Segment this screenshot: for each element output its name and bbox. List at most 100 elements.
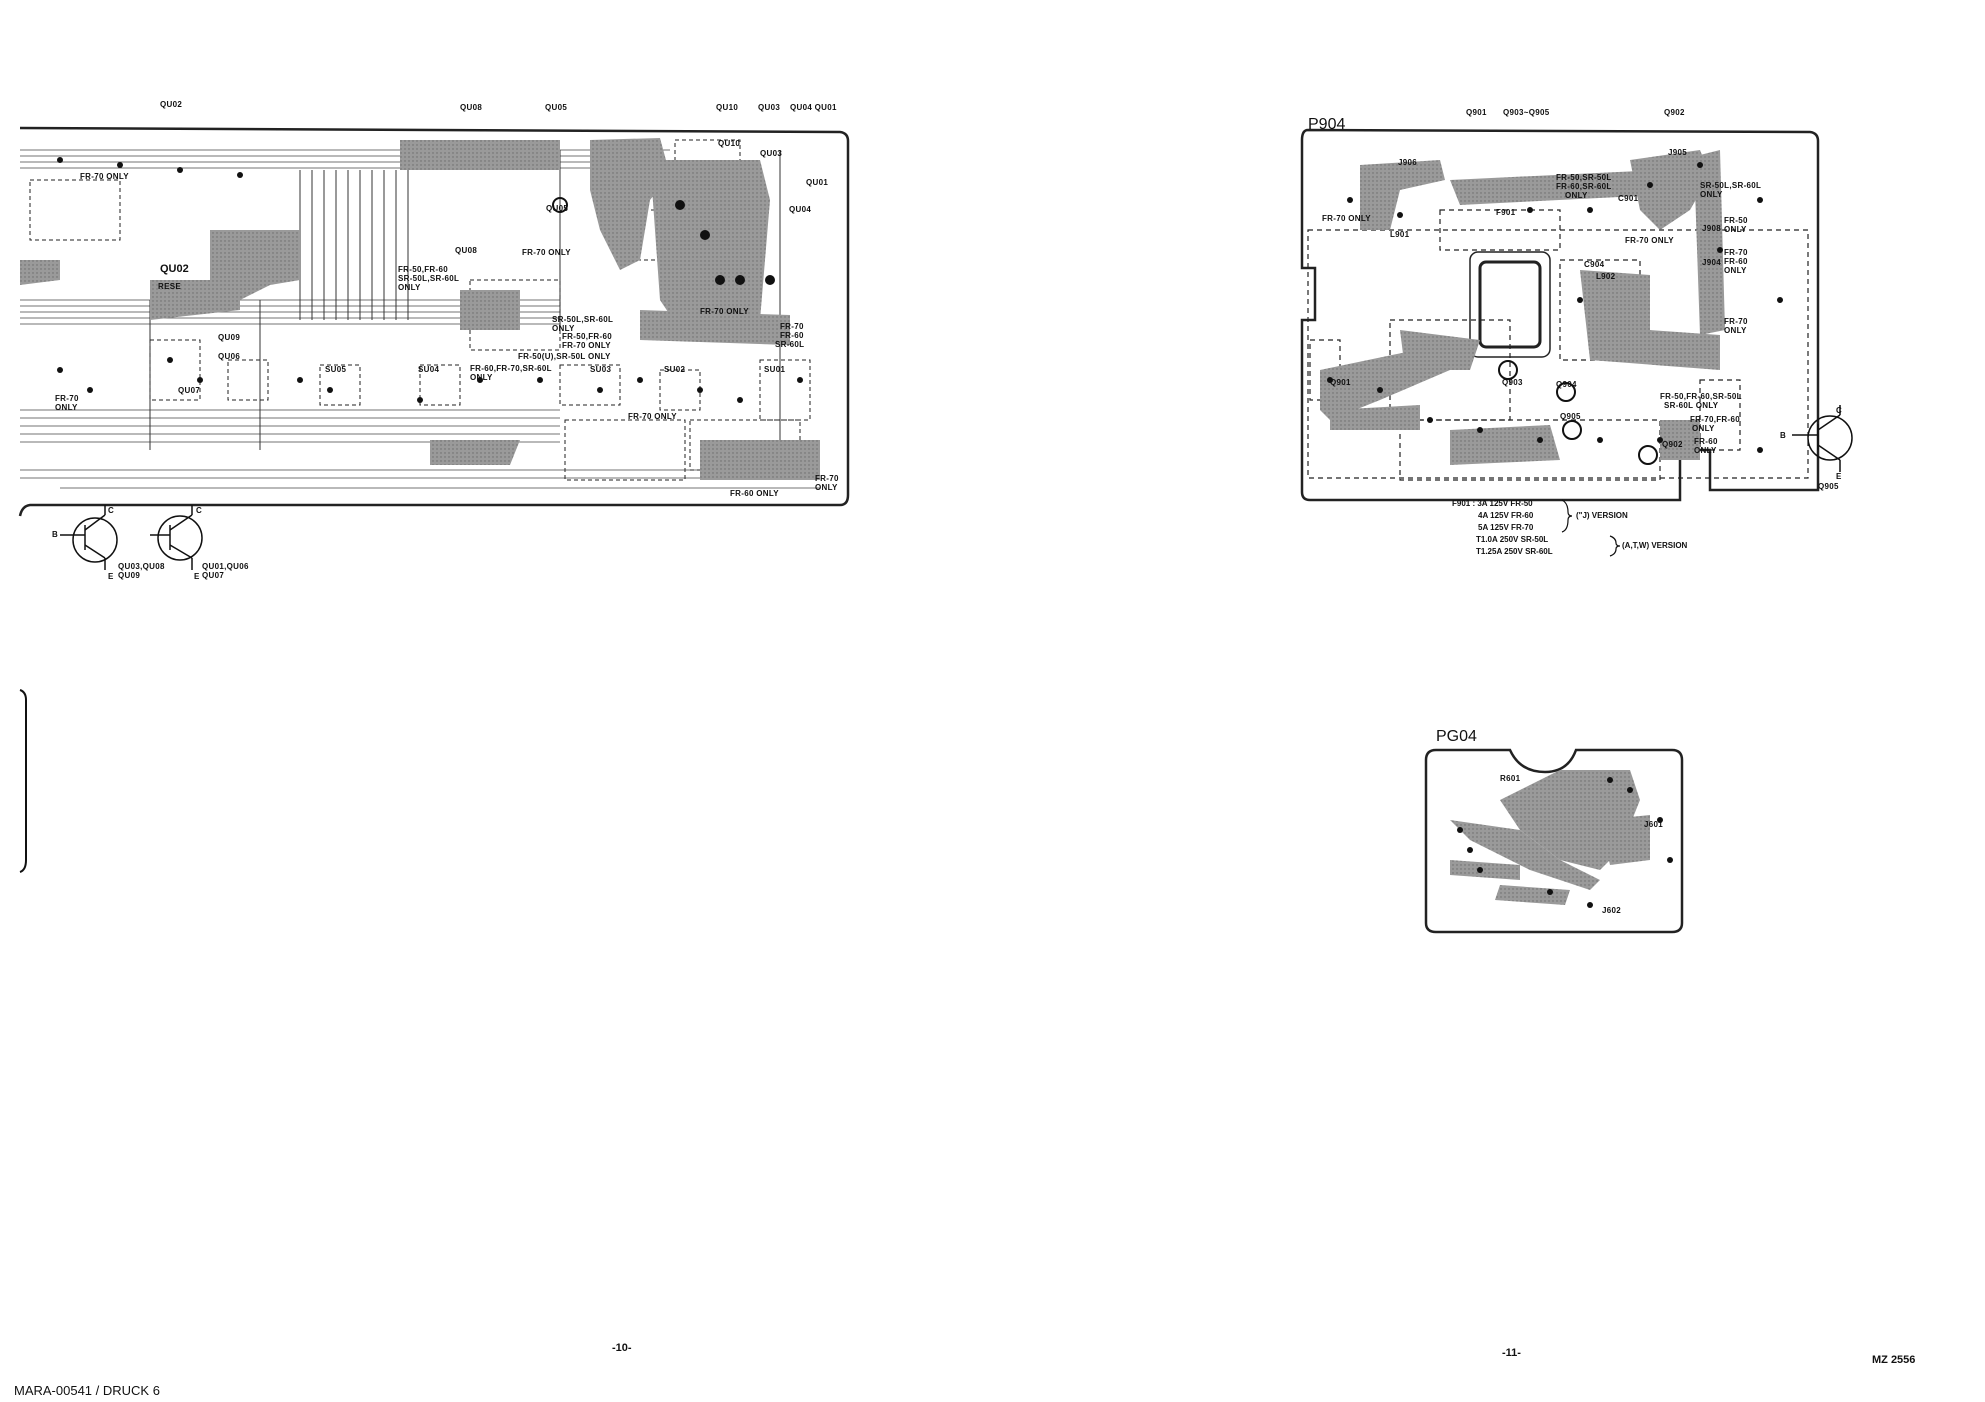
board-label: SU05 xyxy=(325,365,347,374)
board-label: FR-70 ONLY xyxy=(562,341,611,350)
board-label: QU01 xyxy=(806,178,829,187)
top-label: Q902 xyxy=(1664,108,1685,117)
transistor-name: Q905 xyxy=(1818,482,1839,491)
board-label: FR-60 xyxy=(1694,437,1718,446)
board-label: FR-70 ONLY xyxy=(80,172,129,181)
board-label: FR-70 xyxy=(1724,317,1748,326)
board-label: QU06 xyxy=(218,352,241,361)
collector-label: C xyxy=(1836,406,1843,415)
board-label: QU02 xyxy=(160,263,189,275)
board-title-pg04: PG04 xyxy=(1436,728,1477,745)
board-label: FR-70 ONLY xyxy=(522,248,571,257)
top-label: QU02 xyxy=(160,100,183,109)
fuse-note-line: 4A 125V FR-60 xyxy=(1478,511,1534,520)
margin-bracket xyxy=(19,689,27,873)
board-label: FR-70 xyxy=(55,394,79,403)
transistor-symbol-right xyxy=(1792,405,1853,472)
board-label: SU01 xyxy=(764,365,786,374)
board-label: SU02 xyxy=(664,365,686,374)
transistor-symbol-left-2 xyxy=(150,505,203,570)
board-label: Q902 xyxy=(1662,440,1683,449)
board-label: ONLY xyxy=(1724,326,1747,335)
board-label: FR-70 ONLY xyxy=(628,412,677,421)
board-label: J602 xyxy=(1602,906,1621,915)
top-label: QU08 xyxy=(460,103,483,112)
board-label: ONLY xyxy=(815,483,838,492)
board-label: Q904 xyxy=(1556,380,1577,389)
board-label: FR-60,SR-60L xyxy=(1556,182,1612,191)
board-label: FR-60,FR-70,SR-60L xyxy=(470,364,552,373)
board-label: ONLY xyxy=(552,324,575,333)
fuse-note-line: T1.0A 250V SR-50L xyxy=(1476,535,1549,544)
board-label: QU10 xyxy=(718,139,741,148)
board-title-p904: P904 xyxy=(1308,116,1346,133)
board-label: Q905 xyxy=(1560,412,1581,421)
top-label: Q901 xyxy=(1466,108,1487,117)
fuse-note-line: 5A 125V FR-70 xyxy=(1478,523,1534,532)
transistor-name: QU03,QU08 xyxy=(118,562,165,571)
model-code: MZ 2556 xyxy=(1872,1354,1916,1366)
top-label: QU05 xyxy=(545,103,568,112)
collector-label: C xyxy=(196,506,203,515)
board-label: SR-50L,SR-60L xyxy=(552,315,614,324)
board-label: L902 xyxy=(1596,272,1616,281)
board-label: QU04 xyxy=(789,205,812,214)
board-label: SR-60L xyxy=(775,340,805,349)
board-label: FR-70 xyxy=(780,322,804,331)
board-label: Q903 xyxy=(1502,378,1523,387)
collector-label: C xyxy=(108,506,115,515)
board-label: FR-60 xyxy=(780,331,804,340)
top-label: QU03 xyxy=(758,103,781,112)
board-label: ONLY xyxy=(1700,190,1723,199)
board-label: QU03 xyxy=(760,149,783,158)
board-label: ONLY xyxy=(1694,446,1717,455)
board-label: ONLY xyxy=(1724,225,1747,234)
board-label: Q901 xyxy=(1330,378,1351,387)
board-label: ONLY xyxy=(55,403,78,412)
board-label: RESE xyxy=(158,282,181,291)
board-label: FR-60 ONLY xyxy=(730,489,779,498)
board-label: R601 xyxy=(1500,774,1521,783)
board-label: F901 xyxy=(1496,208,1516,217)
board-label: FR-70 ONLY xyxy=(1625,236,1674,245)
transistor-name: QU07 xyxy=(202,571,225,580)
page-number-right: -11- xyxy=(1502,1347,1521,1359)
board-label: ONLY xyxy=(1692,424,1715,433)
board-label: J904 xyxy=(1702,258,1721,267)
board-label: FR-50,FR-60 xyxy=(398,265,448,274)
board-label: ONLY xyxy=(470,373,493,382)
base-label: B xyxy=(52,530,59,539)
board-label: QU08 xyxy=(455,246,478,255)
transistor-name: QU01,QU06 xyxy=(202,562,249,571)
board-label: J908 xyxy=(1702,224,1721,233)
board-label: FR-60 xyxy=(1724,257,1748,266)
page-number-left: -10- xyxy=(612,1342,632,1354)
version-note: (A,T,W) VERSION xyxy=(1622,541,1688,550)
board-label: ONLY xyxy=(398,283,421,292)
board-label: QU05 xyxy=(546,204,569,213)
board-label: FR-50 xyxy=(1724,216,1748,225)
emitter-label: E xyxy=(194,572,200,581)
emitter-label: E xyxy=(1836,472,1842,481)
board-label: QU09 xyxy=(218,333,241,342)
board-label: J906 xyxy=(1398,158,1417,167)
board-label: C901 xyxy=(1618,194,1639,203)
top-label: Q903~Q905 xyxy=(1503,108,1550,117)
pcb-board-pg04 xyxy=(1424,748,1684,934)
board-label: ONLY xyxy=(1565,191,1588,200)
transistor-symbol-left-1 xyxy=(60,505,118,570)
board-label: SR-50L,SR-60L xyxy=(398,274,460,283)
board-label: FR-70 xyxy=(815,474,839,483)
board-label: J905 xyxy=(1668,148,1687,157)
board-label: FR-50,FR-60,SR-50L xyxy=(1660,392,1742,401)
transistor-name: QU09 xyxy=(118,571,141,580)
board-label: SR-60L ONLY xyxy=(1664,401,1719,410)
top-label: QU10 xyxy=(716,103,739,112)
board-label: FR-70 ONLY xyxy=(1322,214,1371,223)
board-label: FR-50(U),SR-50L ONLY xyxy=(518,352,611,361)
board-label: FR-50,FR-60 xyxy=(562,332,612,341)
fuse-note-line: T1.25A 250V SR-60L xyxy=(1476,547,1553,556)
emitter-label: E xyxy=(108,572,114,581)
board-label: FR-70 ONLY xyxy=(700,307,749,316)
